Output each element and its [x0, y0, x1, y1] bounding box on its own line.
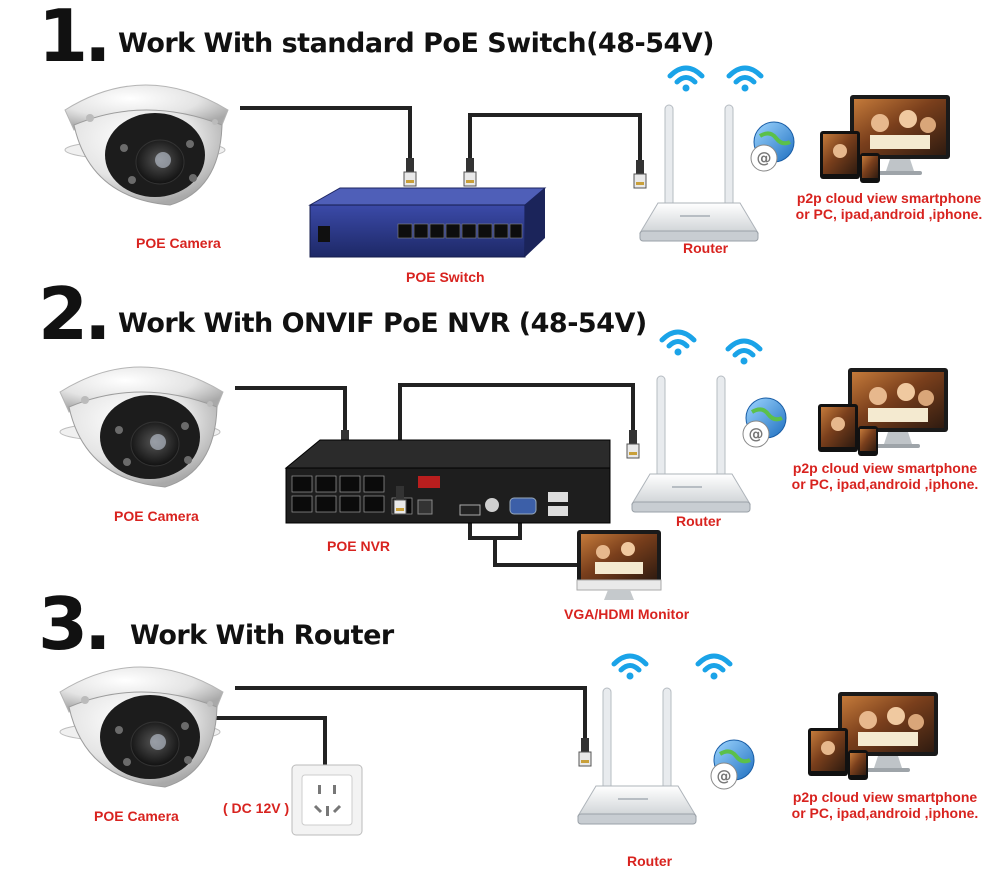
router-icon [631, 375, 751, 513]
wifi-icon [728, 341, 760, 365]
cables-section-3 [215, 686, 587, 765]
rj45-plug [463, 157, 477, 187]
p2p-view-line-1: p2p cloud view smartphone [796, 190, 982, 206]
nvr-icon [284, 439, 611, 524]
camera-label: POE Camera [114, 508, 199, 524]
power-outlet-icon [291, 764, 363, 836]
monitor-icon [576, 530, 662, 600]
section-1-title: Work With standard PoE Switch(48-54V) [118, 28, 715, 59]
devices-icon [820, 95, 950, 183]
globe-at-icon [749, 120, 796, 173]
p2p-view-line-1: p2p cloud view smartphone [792, 789, 978, 805]
p2p-view-label: p2p cloud view smartphone or PC, ipad,an… [780, 190, 998, 222]
devices-icon [808, 692, 938, 780]
dome-camera-icon [59, 366, 224, 488]
wifi-icon [729, 68, 761, 92]
nvr-label: POE NVR [327, 538, 391, 554]
p2p-view-label: p2p cloud view smartphone or PC, ipad,an… [776, 789, 994, 821]
rj45-plug [633, 159, 647, 189]
router-icon [577, 687, 697, 825]
router-icon [639, 104, 759, 242]
step-number-1: 1. [38, 0, 112, 78]
router-label: Router [627, 853, 673, 869]
power-label: ( DC 12V ) [223, 800, 290, 816]
rj45-plug [578, 737, 592, 767]
p2p-view-line-1: p2p cloud view smartphone [792, 460, 978, 476]
globe-at-icon [741, 396, 788, 449]
wifi-icon [614, 656, 646, 680]
p2p-view-line-2: or PC, ipad,android ,iphone. [795, 206, 983, 222]
monitor-label: VGA/HDMI Monitor [564, 606, 690, 622]
switch-label: POE Switch [406, 269, 485, 285]
camera-label: POE Camera [136, 235, 221, 251]
section-3-title: Work With Router [130, 620, 394, 651]
p2p-view-line-2: or PC, ipad,android ,iphone. [791, 476, 979, 492]
p2p-view-label: p2p cloud view smartphone or PC, ipad,an… [776, 460, 994, 492]
wifi-icon [662, 332, 694, 356]
wifi-icon [670, 68, 702, 92]
rj45-plug [403, 157, 417, 187]
step-number-3: 3. [38, 582, 112, 666]
dome-camera-icon [59, 666, 224, 788]
poe-switch-icon [308, 187, 547, 258]
router-label: Router [683, 240, 729, 256]
cables-section-1 [240, 106, 642, 168]
dome-camera-icon [64, 84, 229, 206]
camera-label: POE Camera [94, 808, 179, 824]
cables-section-2 [235, 383, 635, 567]
section-2-title: Work With ONVIF PoE NVR (48-54V) [118, 308, 647, 339]
step-number-2: 2. [38, 272, 112, 356]
rj45-plug [626, 429, 640, 459]
globe-at-icon [709, 738, 756, 791]
router-label: Router [676, 513, 722, 529]
devices-icon [818, 368, 948, 456]
p2p-view-line-2: or PC, ipad,android ,iphone. [791, 805, 979, 821]
wifi-icon [698, 656, 730, 680]
